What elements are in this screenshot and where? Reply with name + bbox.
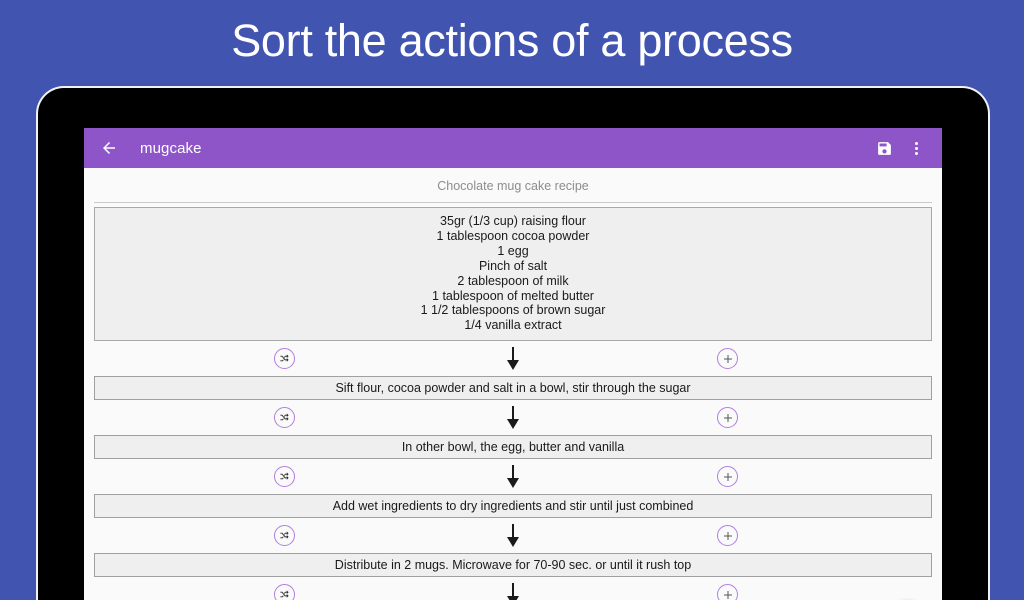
ingredient-line: Pinch of salt [478,258,548,273]
ingredient-line: 1 tablespoon of melted butter [432,288,594,303]
device-screen: mugcake Chocolate mug cake recipe [84,128,942,600]
step-text: Distribute in 2 mugs. Microwave for 70-9… [334,558,692,573]
step-connector [84,518,942,553]
step-text: Add wet ingredients to dry ingredients a… [332,499,694,514]
shuffle-icon[interactable] [274,407,295,429]
title-divider [94,202,932,203]
recipe-title: Chocolate mug cake recipe [437,179,589,193]
ingredient-line: 1 tablespoon cocoa powder [436,228,590,243]
ingredient-line: 2 tablespoon of milk [457,273,569,288]
save-icon[interactable] [870,134,898,162]
step-text: In other bowl, the egg, butter and vanil… [401,440,625,455]
app-bar-title: mugcake [140,139,202,157]
shuffle-icon[interactable] [274,525,295,547]
ingredients-box[interactable]: 35gr (1/3 cup) raising flour 1 tablespoo… [94,207,932,342]
down-arrow-icon [506,465,520,489]
ingredient-line: 35gr (1/3 cup) raising flour [440,214,586,228]
promo-headline: Sort the actions of a process [231,15,793,66]
down-arrow-icon [506,583,520,600]
step-row[interactable]: Sift flour, cocoa powder and salt in a b… [94,376,932,401]
down-arrow-icon [506,347,520,371]
ingredient-line: 1 1/2 tablespoons of brown sugar [420,303,606,318]
ingredient-line: 1/4 vanilla extract [464,318,562,333]
down-arrow-icon [506,406,520,430]
plus-circle-icon[interactable] [717,348,738,370]
step-connector [84,577,942,600]
plus-circle-icon[interactable] [717,466,738,488]
down-arrow-icon [506,524,520,548]
step-connector [84,400,942,435]
step-connector [84,341,942,376]
plus-circle-icon[interactable] [717,407,738,429]
overflow-dots [914,141,918,155]
back-arrow-icon[interactable] [96,135,122,161]
recipe-content: Chocolate mug cake recipe 35gr (1/3 cup)… [84,168,942,600]
shuffle-icon[interactable] [274,466,295,488]
shuffle-icon[interactable] [274,584,295,600]
app-bar: mugcake [84,128,942,168]
step-connector [84,459,942,494]
tablet-device-frame: mugcake Chocolate mug cake recipe [38,88,988,600]
step-text: Sift flour, cocoa powder and salt in a b… [335,381,691,396]
ingredient-line: 1 egg [497,243,529,258]
step-row[interactable]: In other bowl, the egg, butter and vanil… [94,435,932,460]
step-row[interactable]: Distribute in 2 mugs. Microwave for 70-9… [94,553,932,578]
step-row[interactable]: Add wet ingredients to dry ingredients a… [94,494,932,519]
plus-circle-icon[interactable] [717,584,738,600]
more-vertical-icon[interactable] [902,134,930,162]
shuffle-icon[interactable] [274,348,295,370]
plus-circle-icon[interactable] [717,525,738,547]
